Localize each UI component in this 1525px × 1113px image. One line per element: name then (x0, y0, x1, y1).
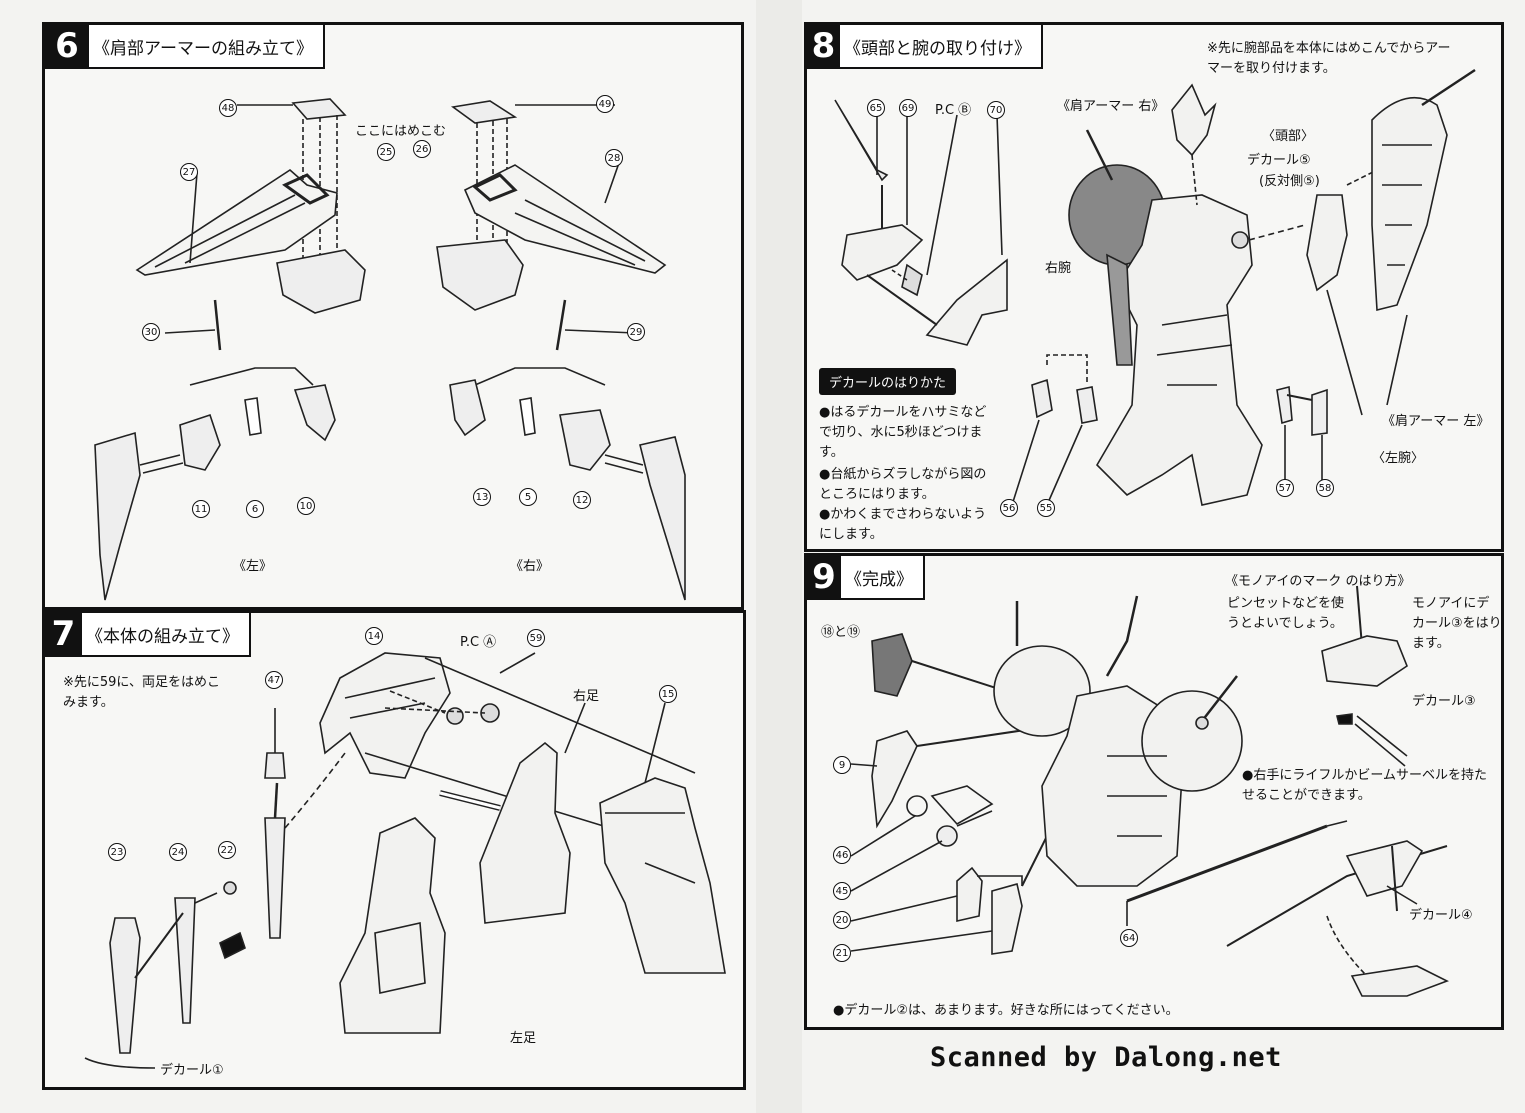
mono-eye-note-1: ピンセットなどを使うとよいでしょう。 (1227, 596, 1345, 631)
step6-panel: 6 《肩部アーマーの組み立て》 (42, 22, 744, 610)
part-15: 15 (659, 685, 677, 703)
step7-header: 7 《本体の組み立て》 (45, 613, 251, 657)
head-label: 〈頭部〉 (1262, 129, 1315, 144)
decal-4-label: デカール④ (1409, 908, 1473, 923)
parts-18-19-label: ⑱と⑲ (821, 625, 861, 640)
decal-5-opposite-label: (反対側⑤) (1259, 174, 1320, 189)
step6-header: 6 《肩部アーマーの組み立て》 (45, 25, 325, 69)
part-48: 48 (219, 99, 237, 117)
decal-step-3: ●かわくまでさわらないようにします。 (819, 507, 987, 542)
step6-title: 《肩部アーマーの組み立て》 (93, 38, 313, 59)
page-gutter (756, 0, 802, 1113)
part-11: 11 (192, 500, 210, 518)
part-58: 58 (1316, 479, 1334, 497)
part-57: 57 (1276, 479, 1294, 497)
decal-1-label: デカール① (160, 1063, 224, 1078)
part-30: 30 (142, 323, 160, 341)
part-14: 14 (365, 627, 383, 645)
decal-3-label: デカール③ (1412, 694, 1476, 709)
right-arm-label: 右腕 (1045, 261, 1072, 276)
part-24: 24 (169, 843, 187, 861)
shoulder-right-label: 《肩アーマー 右》 (1057, 99, 1165, 114)
right-label: 《右》 (510, 559, 550, 574)
right-leg-label: 右足 (573, 689, 600, 704)
step8-diagram (834, 68, 1476, 506)
step9-number: 9 (807, 556, 841, 598)
step8-number: 8 (807, 25, 840, 67)
part-13: 13 (473, 488, 491, 506)
part-46: 46 (833, 846, 851, 864)
step7-note: ※先に59に、両足をはめこみます。 (63, 675, 221, 710)
part-23: 23 (108, 843, 126, 861)
step6-diagram (94, 98, 686, 601)
step8-panel: 8 《頭部と腕の取り付け》 ※先に腕部品を本体にはめこんでからアーマーを取り付け… (804, 22, 1504, 552)
step7-number: 7 (45, 613, 82, 655)
part-20: 20 (833, 911, 851, 929)
part-55: 55 (1037, 499, 1055, 517)
decal-5-label: デカール⑤ (1247, 153, 1311, 168)
part-10: 10 (297, 497, 315, 515)
insert-note: ここにはめこむ (355, 124, 447, 139)
decal-step-2: ●台紙からズラしながら図のところにはります。 (819, 467, 987, 502)
part-56: 56 (1000, 499, 1018, 517)
part-27: 27 (180, 163, 198, 181)
shoulder-left-label: 《肩アーマー 左》 (1382, 414, 1490, 429)
part-45: 45 (833, 882, 851, 900)
weapon-note: ●右手にライフルかビームサーベルを持たせることができます。 (1242, 768, 1487, 803)
step7-diagram (84, 652, 726, 1069)
scan-credit: Scanned by Dalong.net (930, 1042, 1282, 1073)
step9-diagram (850, 585, 1449, 997)
left-arm-label: 〈左腕〉 (1372, 451, 1425, 466)
pc-b-label: P.C Ⓑ (935, 103, 972, 118)
part-6: 6 (246, 500, 264, 518)
part-25: 25 (377, 143, 395, 161)
part-21: 21 (833, 944, 851, 962)
left-leg-label: 左足 (510, 1031, 537, 1046)
part-64: 64 (1120, 929, 1138, 947)
part-65: 65 (867, 99, 885, 117)
pc-a-label: P.C Ⓐ (460, 635, 497, 650)
part-47: 47 (265, 671, 283, 689)
decal-howto-title: デカールのはりかた (819, 368, 957, 395)
part-29: 29 (627, 323, 645, 341)
step8-header: 8 《頭部と腕の取り付け》 (807, 25, 1043, 69)
step8-note: ※先に腕部品を本体にはめこんでからアーマーを取り付けます。 (1207, 41, 1451, 76)
part-49: 49 (596, 95, 614, 113)
part-26: 26 (413, 140, 431, 158)
step6-number: 6 (45, 25, 90, 67)
footer-note: ●デカール②は、あまります。好きな所にはってください。 (833, 1003, 1179, 1018)
part-12: 12 (573, 491, 591, 509)
step7-panel: 7 《本体の組み立て》 ※先に59に、両足をはめこみます。 (42, 610, 746, 1090)
part-9: 9 (833, 756, 851, 774)
part-22: 22 (218, 841, 236, 859)
step9-header: 9 《完成》 (807, 556, 925, 600)
mono-eye-title: 《モノアイのマーク のはり方》 (1225, 574, 1411, 589)
step9-panel: 9 《完成》 (804, 553, 1504, 1030)
part-5: 5 (519, 488, 537, 506)
part-70: 70 (987, 101, 1005, 119)
part-59: 59 (527, 629, 545, 647)
decal-step-1: ●はるデカールをハサミなどで切り、水に5秒ほどつけます。 (819, 405, 987, 460)
part-69: 69 (899, 99, 917, 117)
part-28: 28 (605, 149, 623, 167)
step9-title: 《完成》 (845, 569, 913, 590)
mono-eye-note-2: モノアイにデカール③をはります。 (1412, 596, 1502, 651)
step8-title: 《頭部と腕の取り付け》 (844, 38, 1031, 59)
left-label: 《左》 (233, 559, 273, 574)
step7-title: 《本体の組み立て》 (86, 626, 239, 647)
